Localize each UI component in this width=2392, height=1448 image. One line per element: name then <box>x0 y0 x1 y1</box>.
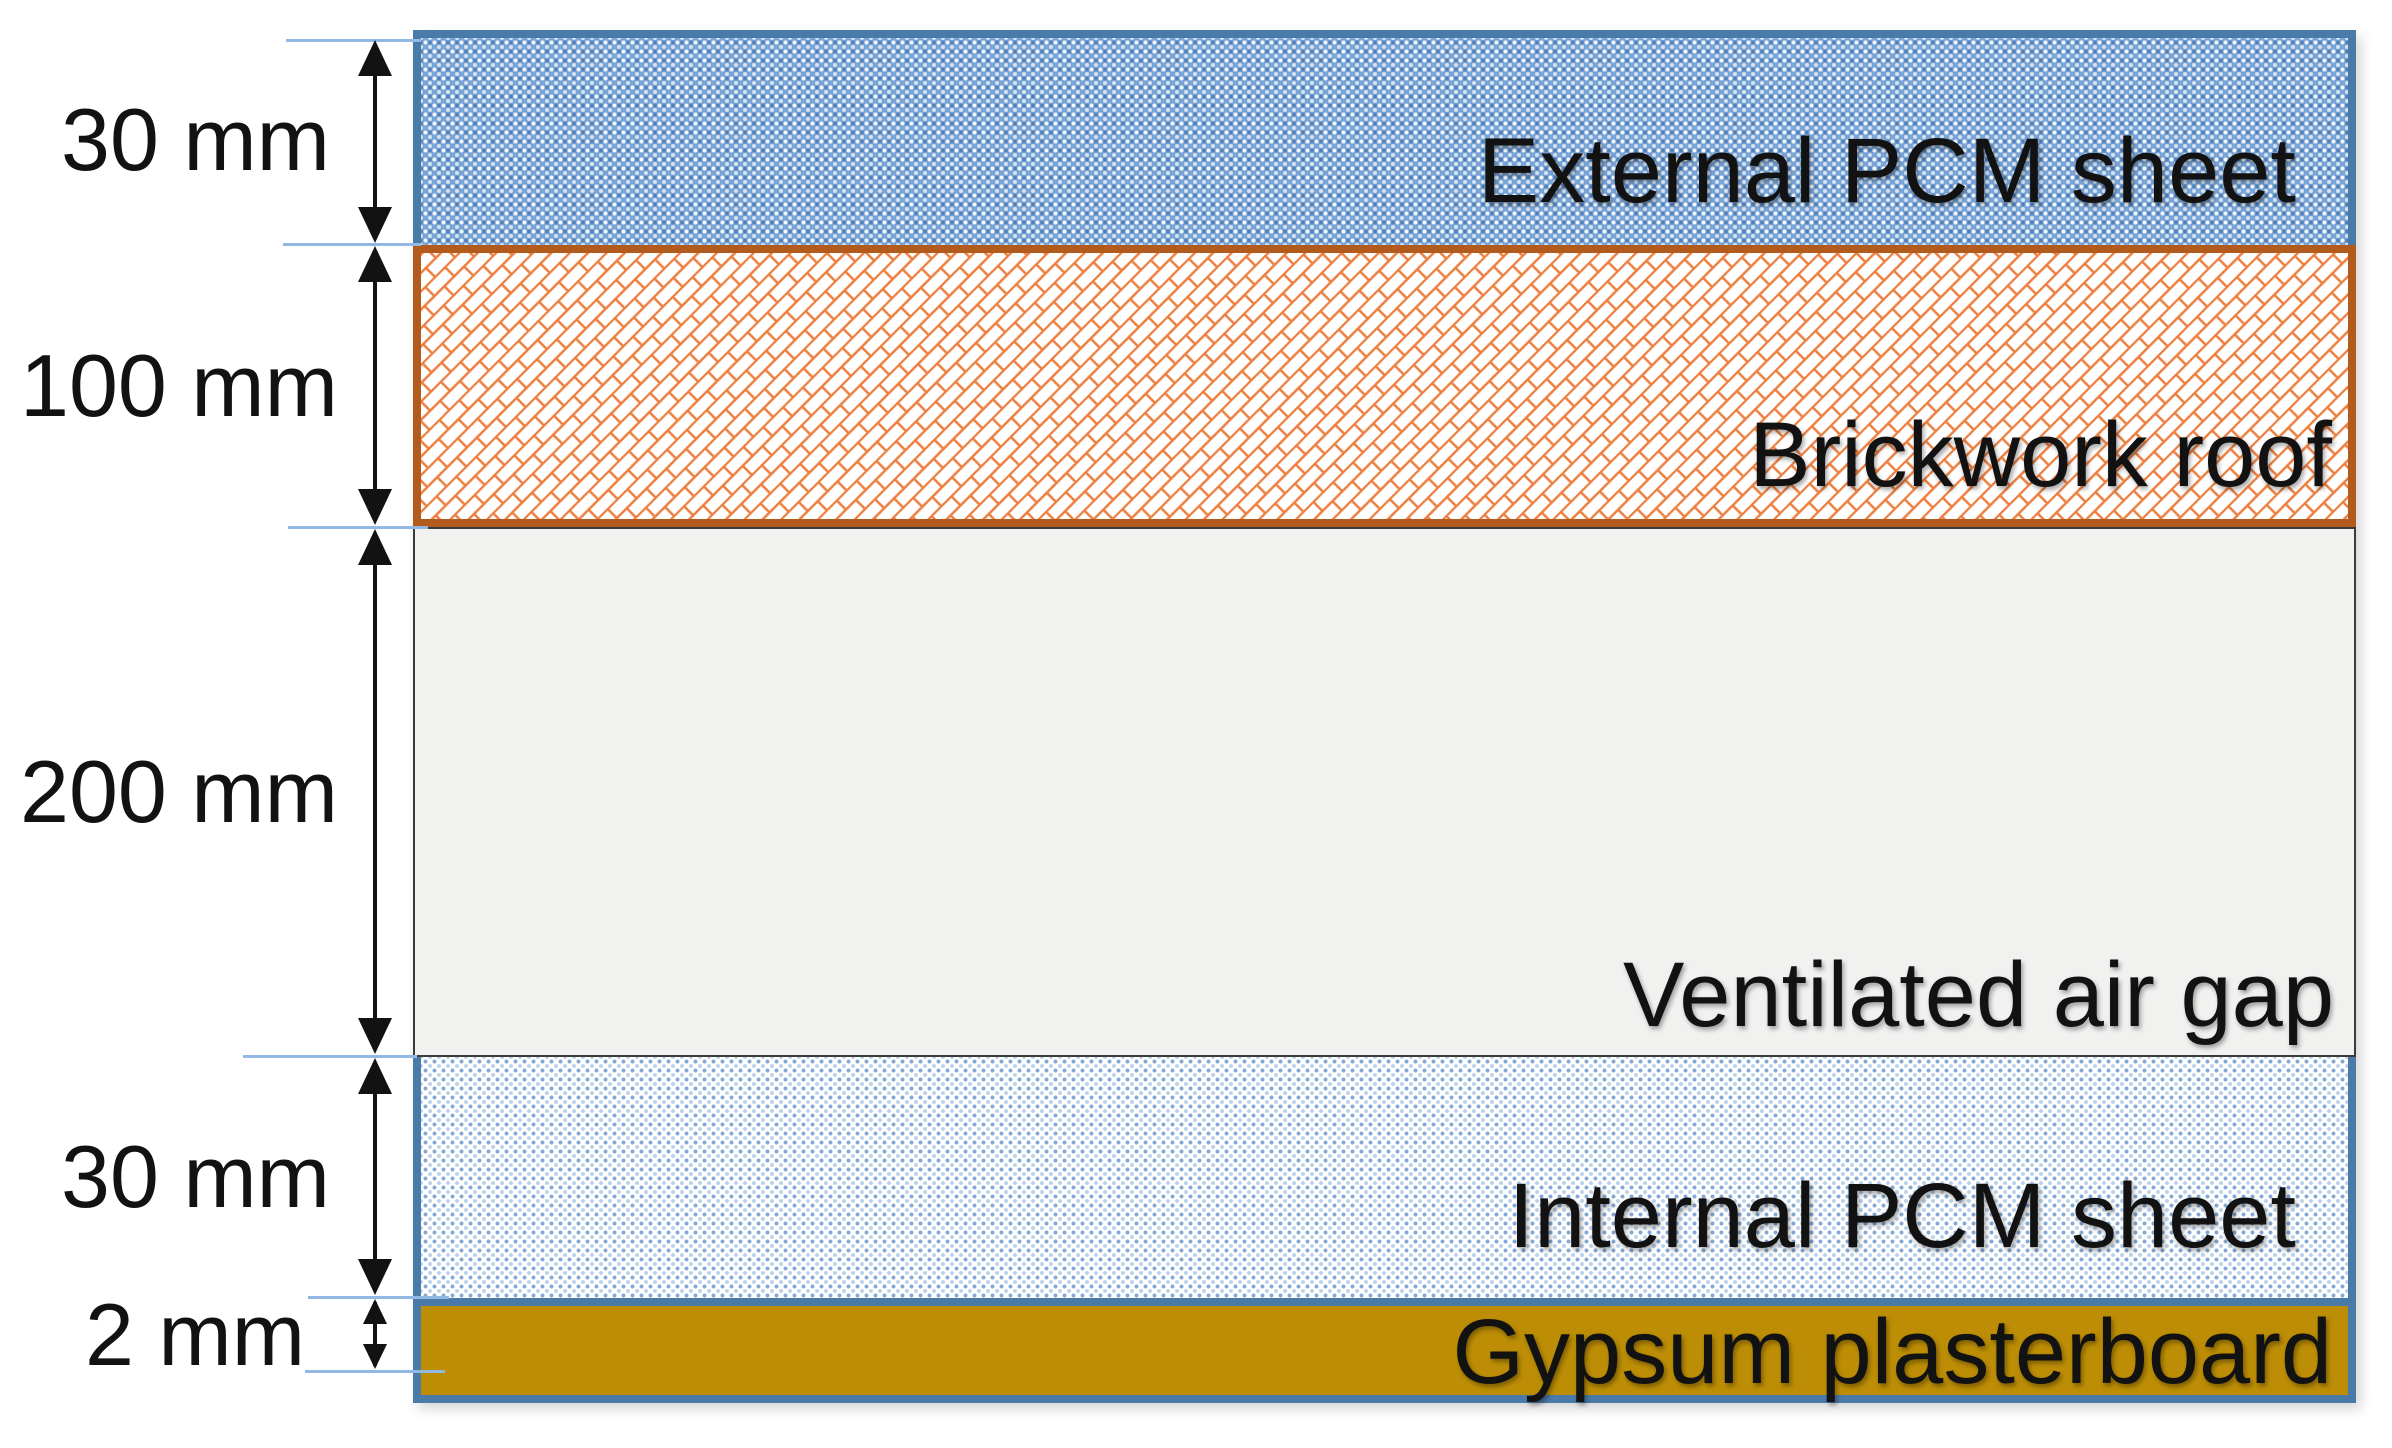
dimension-label-gypsum: 2 mm <box>85 1285 305 1384</box>
layer-label-gypsum-plasterboard: Gypsum plasterboard <box>1452 1300 2332 1403</box>
arrow-shaft <box>373 537 377 1046</box>
dimension-label-air-gap: 200 mm <box>20 742 338 841</box>
diagonal-brick-hatch-pattern <box>421 253 2348 519</box>
arrowhead-down-icon <box>358 489 392 525</box>
extension-line <box>308 1296 449 1299</box>
roof-layer-stack: External PCM sheet Brickwork roof Ventil… <box>413 30 2356 1403</box>
layer-gypsum-plasterboard: Gypsum plasterboard <box>413 1298 2356 1403</box>
dimension-label-brickwork: 100 mm <box>20 336 338 435</box>
extension-line <box>243 1055 417 1058</box>
layer-brickwork-roof: Brickwork roof <box>413 245 2356 527</box>
arrow-shaft <box>373 1302 377 1366</box>
extension-line <box>288 526 428 529</box>
extension-line <box>283 243 421 246</box>
arrow-shaft <box>373 48 377 235</box>
extension-line <box>286 39 421 42</box>
layer-external-pcm-sheet: External PCM sheet <box>413 30 2356 245</box>
arrowhead-down-icon <box>358 1018 392 1054</box>
arrowhead-down-icon <box>358 207 392 243</box>
dimension-arrow-gypsum <box>357 1299 393 1369</box>
layer-internal-pcm-sheet: Internal PCM sheet <box>413 1057 2356 1298</box>
dimension-label-external-pcm: 30 mm <box>61 90 330 189</box>
dimension-label-internal-pcm: 30 mm <box>61 1127 330 1226</box>
extension-line <box>305 1370 445 1373</box>
dimension-arrow-air-gap <box>357 529 393 1054</box>
arrowhead-down-icon <box>358 1259 392 1295</box>
dimension-arrow-brickwork <box>357 246 393 525</box>
layer-label-internal-pcm-sheet: Internal PCM sheet <box>1508 1164 2296 1267</box>
layer-ventilated-air-gap: Ventilated air gap <box>413 527 2356 1057</box>
dimension-arrow-internal-pcm <box>357 1058 393 1295</box>
layer-label-brickwork-roof: Brickwork roof <box>1749 403 2332 506</box>
layer-label-ventilated-air-gap: Ventilated air gap <box>1623 943 2334 1046</box>
dimension-arrow-external-pcm <box>357 40 393 243</box>
arrow-shaft <box>373 254 377 517</box>
layer-label-external-pcm-sheet: External PCM sheet <box>1477 119 2296 222</box>
arrow-shaft <box>373 1066 377 1287</box>
arrowhead-down-icon <box>363 1344 387 1369</box>
